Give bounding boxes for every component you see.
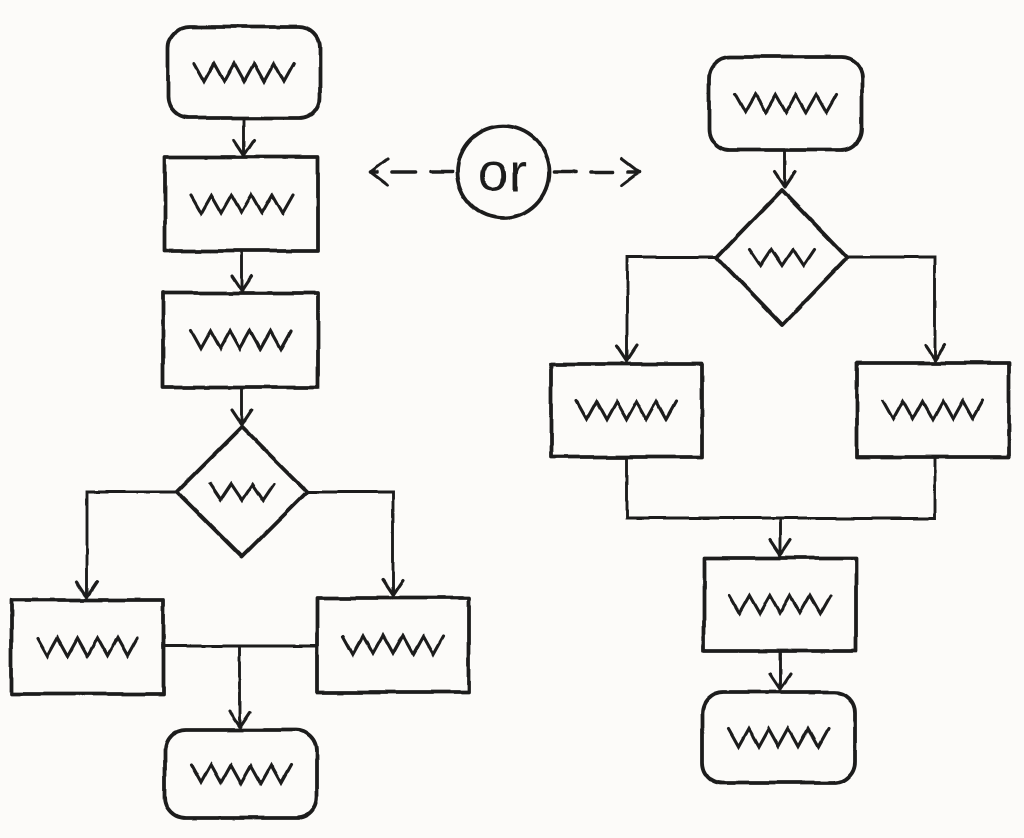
left-decision-outline [175,425,309,559]
left-process-2-squiggle-text [188,327,293,353]
right-flowchart [549,55,1011,785]
right-decision-squiggle-text [748,246,816,269]
or-connector: or [369,124,641,220]
right-branch-left-process [549,362,704,459]
right-start-terminator-squiggle-text [732,91,839,116]
left-branch-left-process-squiggle-text [35,634,140,660]
right-edge-branch-merge-bar [625,455,937,520]
right-merge-process-outline [702,556,858,653]
or-circle [455,124,551,220]
right-edge-merge-to-process-arrowhead-icon [768,538,792,557]
right-decision-outline [715,188,849,327]
left-end-terminator-squiggle-text [189,761,293,787]
right-branch-right-process [855,361,1011,459]
left-start-terminator-squiggle-text [192,60,296,85]
left-end-terminator [163,728,319,820]
right-branch-left-process-outline [549,362,704,459]
right-end-terminator-squiggle-text [726,725,831,750]
left-branch-right-process-outline [315,596,471,694]
left-edge-process1-to-process2-arrowhead-icon [230,274,254,293]
right-start-terminator-outline [707,55,864,152]
right-branch-left-process-squiggle-text [574,398,679,423]
left-branch-right-process [315,596,471,694]
or-left-dashed-arrow-arrowhead-icon [369,157,390,187]
left-edge-process2-to-decision-arrowhead-icon [230,408,254,427]
ink-layer: or [9,25,1011,820]
left-edge-decision-to-left-branch-arrowhead-icon [75,580,99,599]
left-branch-left-process [9,598,166,696]
or-right-dashed-arrow-arrowhead-icon [620,157,641,187]
right-start-terminator [707,55,864,152]
left-process-1-outline [163,155,320,253]
right-merge-process-squiggle-text [727,592,833,617]
left-edge-merge-to-end-arrowhead-icon [228,710,252,729]
left-start-terminator-outline [166,25,322,120]
right-end-terminator [700,690,857,785]
left-branch-left-process-outline [9,598,166,696]
right-branch-right-process-outline [855,361,1011,459]
right-edge-decision-to-right-branch [845,255,937,362]
left-edge-decision-to-right-branch [305,490,395,597]
left-process-2-outline [161,291,320,389]
left-flowchart [9,25,471,820]
right-edge-decision-to-left-branch [625,255,719,363]
right-edge-decision-to-right-branch-arrowhead-icon [923,343,947,362]
or-label: or [478,144,527,203]
left-process-2 [161,291,320,389]
right-edge-start-to-decision-arrowhead-icon [773,170,797,189]
left-decision [175,425,309,559]
right-edge-decision-to-left-branch-arrowhead-icon [615,344,639,363]
right-edge-process-to-end-arrowhead-icon [768,672,792,691]
left-end-terminator-outline [163,728,319,820]
left-process-1 [163,155,320,253]
right-decision [715,188,849,327]
left-edge-decision-to-left-branch [85,490,179,599]
left-process-1-squiggle-text [188,191,295,217]
right-end-terminator-outline [700,690,857,785]
right-merge-process [702,556,858,653]
left-edge-decision-to-right-branch-arrowhead-icon [381,578,405,597]
right-branch-right-process-squiggle-text [881,397,985,423]
left-branch-right-process-squiggle-text [341,632,445,658]
left-decision-squiggle-text [208,481,276,503]
left-start-terminator [166,25,322,120]
left-edge-start-to-process1-arrowhead-icon [232,138,256,157]
